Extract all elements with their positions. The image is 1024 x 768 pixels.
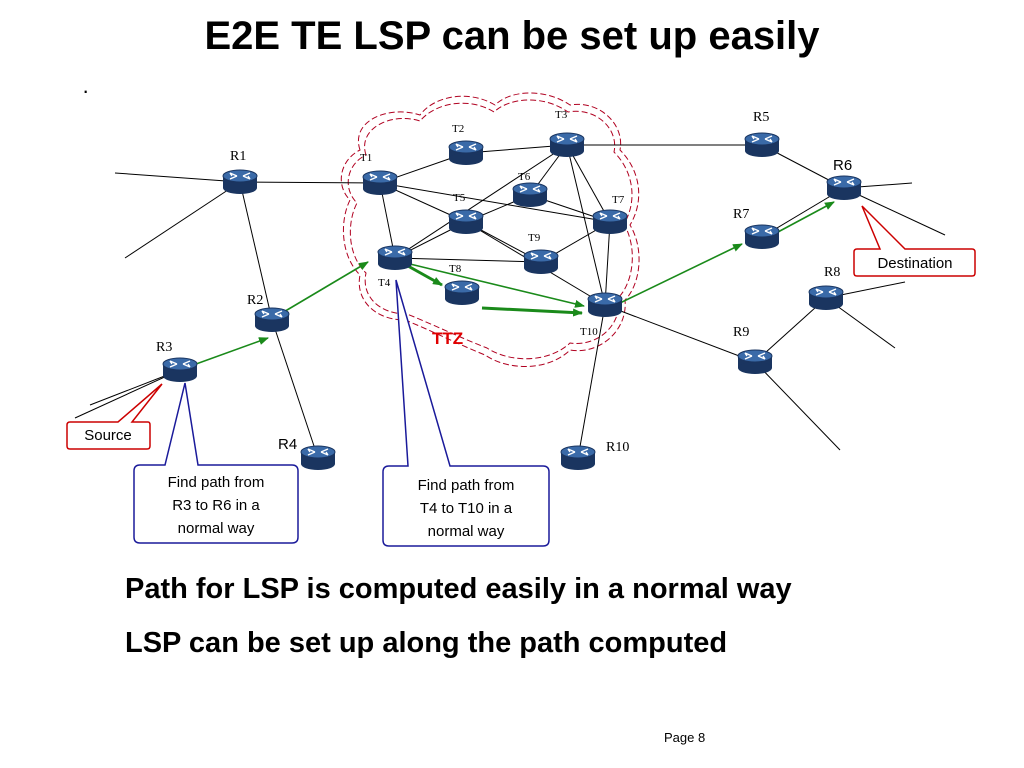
source-label: Source bbox=[84, 427, 132, 444]
router-t8-icon bbox=[444, 280, 480, 306]
label-r5: R5 bbox=[753, 110, 769, 125]
label-t9: T9 bbox=[528, 232, 541, 244]
slide-title: E2E TE LSP can be set up easily bbox=[204, 14, 820, 58]
label-t5: T5 bbox=[453, 192, 466, 204]
router-t6-icon bbox=[512, 182, 548, 208]
router-r4-icon bbox=[300, 445, 336, 471]
label-t10: T10 bbox=[580, 326, 598, 338]
label-r10: R10 bbox=[606, 440, 629, 455]
find-path-r-callout: Find path from R3 to R6 in a normal way bbox=[133, 382, 299, 544]
lsp-path bbox=[184, 201, 835, 369]
label-r8: R8 bbox=[824, 265, 840, 280]
router-r5-icon bbox=[744, 132, 780, 158]
find-path-t-line-2: T4 to T10 in a bbox=[420, 500, 513, 517]
router-t1-icon bbox=[362, 170, 398, 196]
label-r9: R9 bbox=[733, 325, 749, 340]
label-r6: R6 bbox=[833, 157, 852, 174]
router-r2-icon bbox=[254, 307, 290, 333]
find-path-t-callout: Find path from T4 to T10 in a normal way bbox=[382, 279, 550, 547]
find-path-r-line-2: R3 to R6 in a bbox=[172, 497, 260, 514]
router-t4-icon bbox=[377, 245, 413, 271]
page-number: Page 8 bbox=[664, 730, 706, 745]
ttz-label: TTZ bbox=[432, 329, 463, 348]
destination-callout: Destination bbox=[853, 205, 976, 277]
router-t9-icon bbox=[523, 249, 559, 275]
router-t10-icon bbox=[587, 292, 623, 318]
bullet-marker: · bbox=[82, 78, 90, 103]
router-r1-icon bbox=[222, 169, 258, 195]
label-r7: R7 bbox=[733, 207, 749, 222]
router-r7-icon bbox=[744, 224, 780, 250]
router-t7-icon bbox=[592, 209, 628, 235]
find-path-t-line-3: normal way bbox=[428, 523, 505, 540]
label-t8: T8 bbox=[449, 263, 462, 275]
router-r9-icon bbox=[737, 349, 773, 375]
router-t3-icon bbox=[549, 132, 585, 158]
find-path-r-line-3: normal way bbox=[178, 520, 255, 537]
router-r10-icon bbox=[560, 445, 596, 471]
label-r4: R4 bbox=[278, 436, 297, 453]
destination-label: Destination bbox=[877, 255, 952, 272]
source-callout: Source bbox=[66, 383, 163, 450]
label-t7: T7 bbox=[612, 194, 625, 206]
router-t2-icon bbox=[448, 140, 484, 166]
router-r8-icon bbox=[808, 285, 844, 311]
label-r2: R2 bbox=[247, 293, 263, 308]
label-t1: T1 bbox=[360, 152, 372, 164]
point-1: Path for LSP is computed easily in a nor… bbox=[125, 573, 792, 605]
find-path-t-line-1: Find path from bbox=[418, 477, 515, 494]
node-labels: R1 R2 R3 R4 R5 R6 R7 R8 R9 R10 T1 T2 T3 … bbox=[156, 109, 852, 455]
router-t5-icon bbox=[448, 209, 484, 235]
find-path-r-line-1: Find path from bbox=[168, 474, 265, 491]
point-2: LSP can be set up along the path compute… bbox=[125, 627, 728, 659]
router-r3-icon bbox=[162, 357, 198, 383]
label-t3: T3 bbox=[555, 109, 568, 121]
label-r3: R3 bbox=[156, 340, 172, 355]
router-r6-icon bbox=[826, 175, 862, 201]
label-t6: T6 bbox=[518, 171, 531, 183]
ttz-internal-path bbox=[407, 264, 583, 317]
label-t4: T4 bbox=[378, 277, 391, 289]
label-t2: T2 bbox=[452, 123, 464, 135]
label-r1: R1 bbox=[230, 149, 246, 164]
